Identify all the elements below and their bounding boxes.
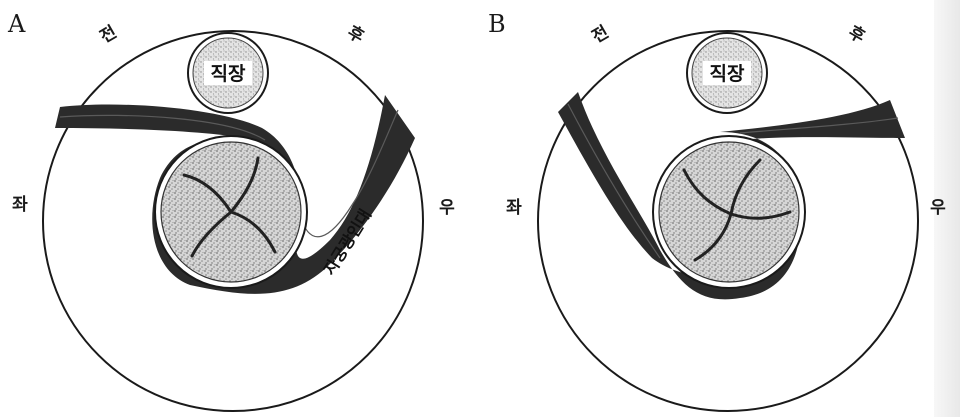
panel-b-posterior-label: 후: [845, 21, 869, 47]
panel-a-letter: A: [7, 10, 26, 38]
panel-a-rectum-label: 직장: [211, 63, 246, 85]
panel-b-anterior-label: 전: [589, 22, 613, 47]
panel-b-right-label: 우: [930, 198, 946, 218]
panel-b-left-label: 좌: [506, 198, 522, 218]
panel-a-posterior-label: 후: [344, 21, 368, 47]
panel-b: B 직장 전 후 좌 우: [488, 10, 946, 411]
panel-b-rectum-label: 직장: [710, 63, 745, 85]
panel-b-letter: B: [488, 10, 506, 38]
panel-a-right-label: 우: [439, 198, 455, 218]
panel-a: A 직장 전 후 좌 우 자궁광인대: [7, 10, 455, 411]
panel-a-left-label: 좌: [12, 195, 28, 215]
panel-a-anterior-label: 전: [97, 22, 121, 47]
